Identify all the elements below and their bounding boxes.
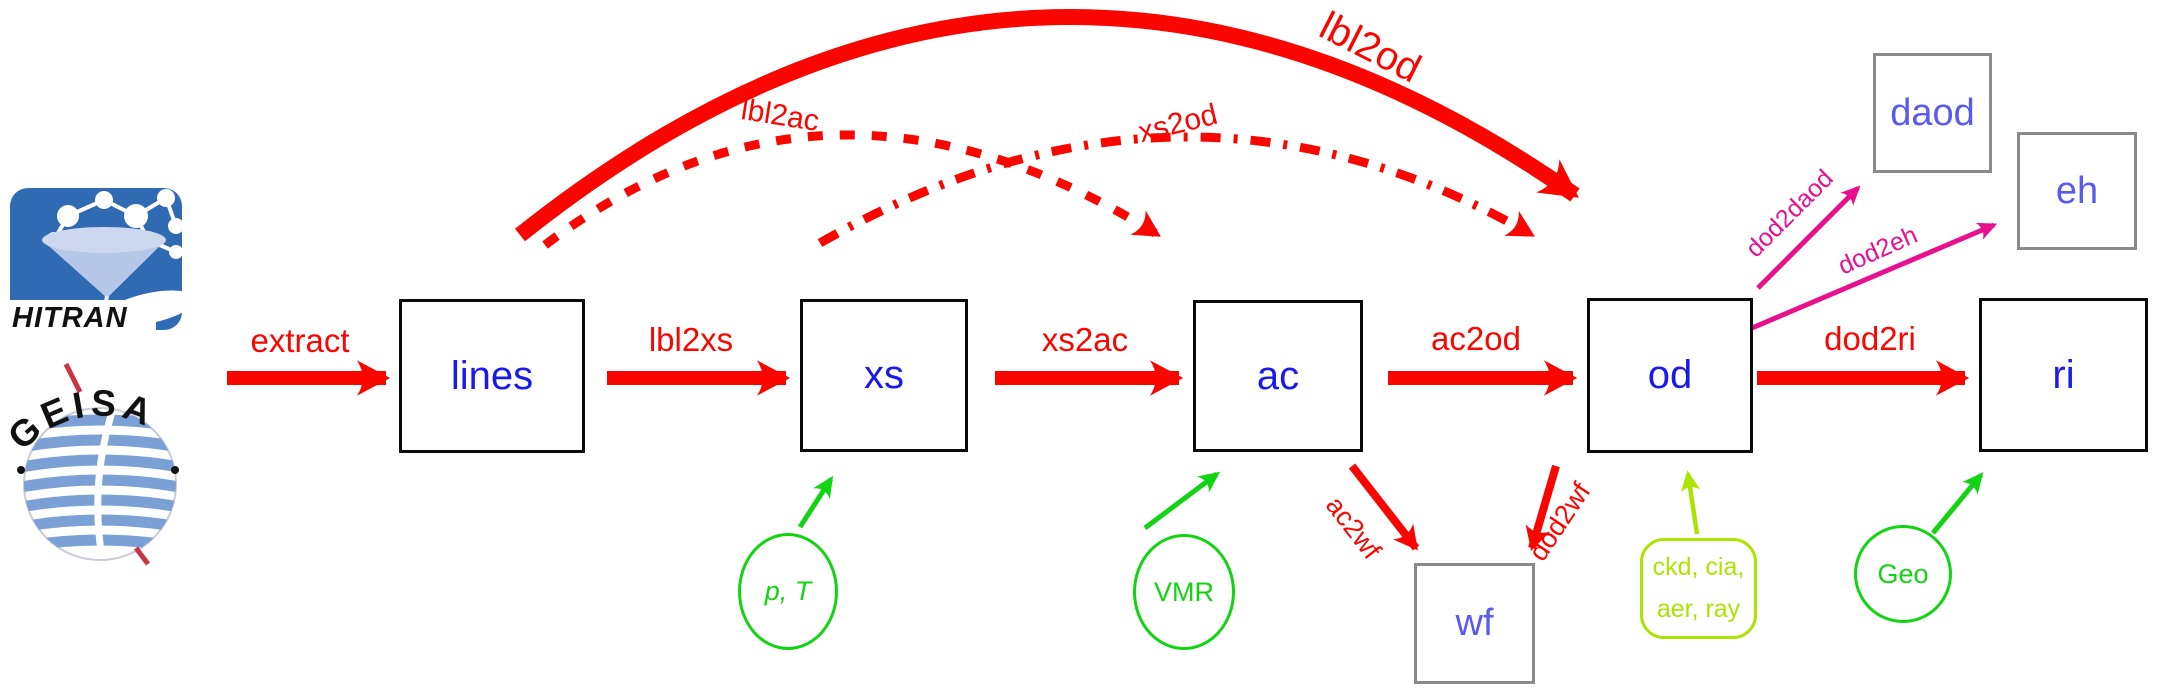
hitran-logo: HITRAN [8,186,196,337]
hitran-logo-text: HITRAN [12,302,128,334]
lbl2ac-curve-arrow [542,130,1161,249]
geo-input: Geo [1854,525,1952,623]
globe-axis-bottom [134,546,150,566]
continua-input-arrow [1680,470,1701,535]
pt-label: p, T [764,576,812,606]
xs2ac-label: xs2ac [1041,321,1129,358]
geisa-dot-left [17,466,25,474]
pt-input-arrow [797,475,834,529]
node-lines: lines [399,299,585,453]
geo-input-arrow [1931,472,1984,535]
dod2daod-label: dod2daod [1740,164,1839,263]
node-xs-label: xs [864,353,904,397]
extract-label: extract [250,322,350,359]
node-od-label: od [1647,353,1693,397]
globe-axis-top [63,362,83,394]
dod2wf-label: dod2wf [1522,477,1597,567]
xs2od-label: xs2od [1135,97,1221,150]
dod2ri-label: dod2ri [1824,320,1916,357]
continua-label-line2: aer, ray [1656,594,1741,623]
node-daod: daod [1873,53,1992,173]
geisa-dot-right [171,466,179,474]
continua-input: ckd, cia, aer, ray [1640,538,1757,639]
node-wf: wf [1414,563,1535,684]
node-wf-label: wf [1455,602,1494,644]
node-eh-label: eh [2055,169,2099,212]
ac2wf-label: ac2wf [1319,490,1387,565]
vmr-input: VMR [1133,534,1235,650]
node-eh: eh [2017,132,2137,250]
node-ri-label: ri [2052,352,2075,397]
node-od: od [1587,298,1753,453]
vmr-label: VMR [1154,576,1214,607]
node-ri: ri [1979,298,2148,452]
hitran-logo-image: HITRAN [8,188,196,334]
xs2od-curve-arrow [817,132,1535,247]
geo-label: Geo [1877,558,1929,589]
node-daod-label: daod [1890,91,1975,134]
geisa-logo-image: GEISA [0,362,179,566]
node-lines-label: lines [450,353,534,398]
pressure-temperature-input: p, T [738,533,838,650]
lbl2xs-label: lbl2xs [648,321,734,358]
ac2od-label: ac2od [1431,320,1521,357]
globe-meridian [94,410,116,559]
dod2eh-label: dod2eh [1833,220,1922,281]
continua-label-line1: ckd, cia, [1652,553,1745,582]
node-xs: xs [800,299,968,452]
node-ac-label: ac [1256,353,1300,398]
vmr-input-arrow [1143,471,1220,530]
node-ac: ac [1193,300,1363,452]
funnel-icon [42,227,166,313]
lbl2ac-label: lbl2ac [738,93,822,138]
hitran-text-background [8,300,156,334]
lbl2od-label: lbl2od [1312,3,1428,92]
geisa-logo: GEISA [0,358,188,566]
